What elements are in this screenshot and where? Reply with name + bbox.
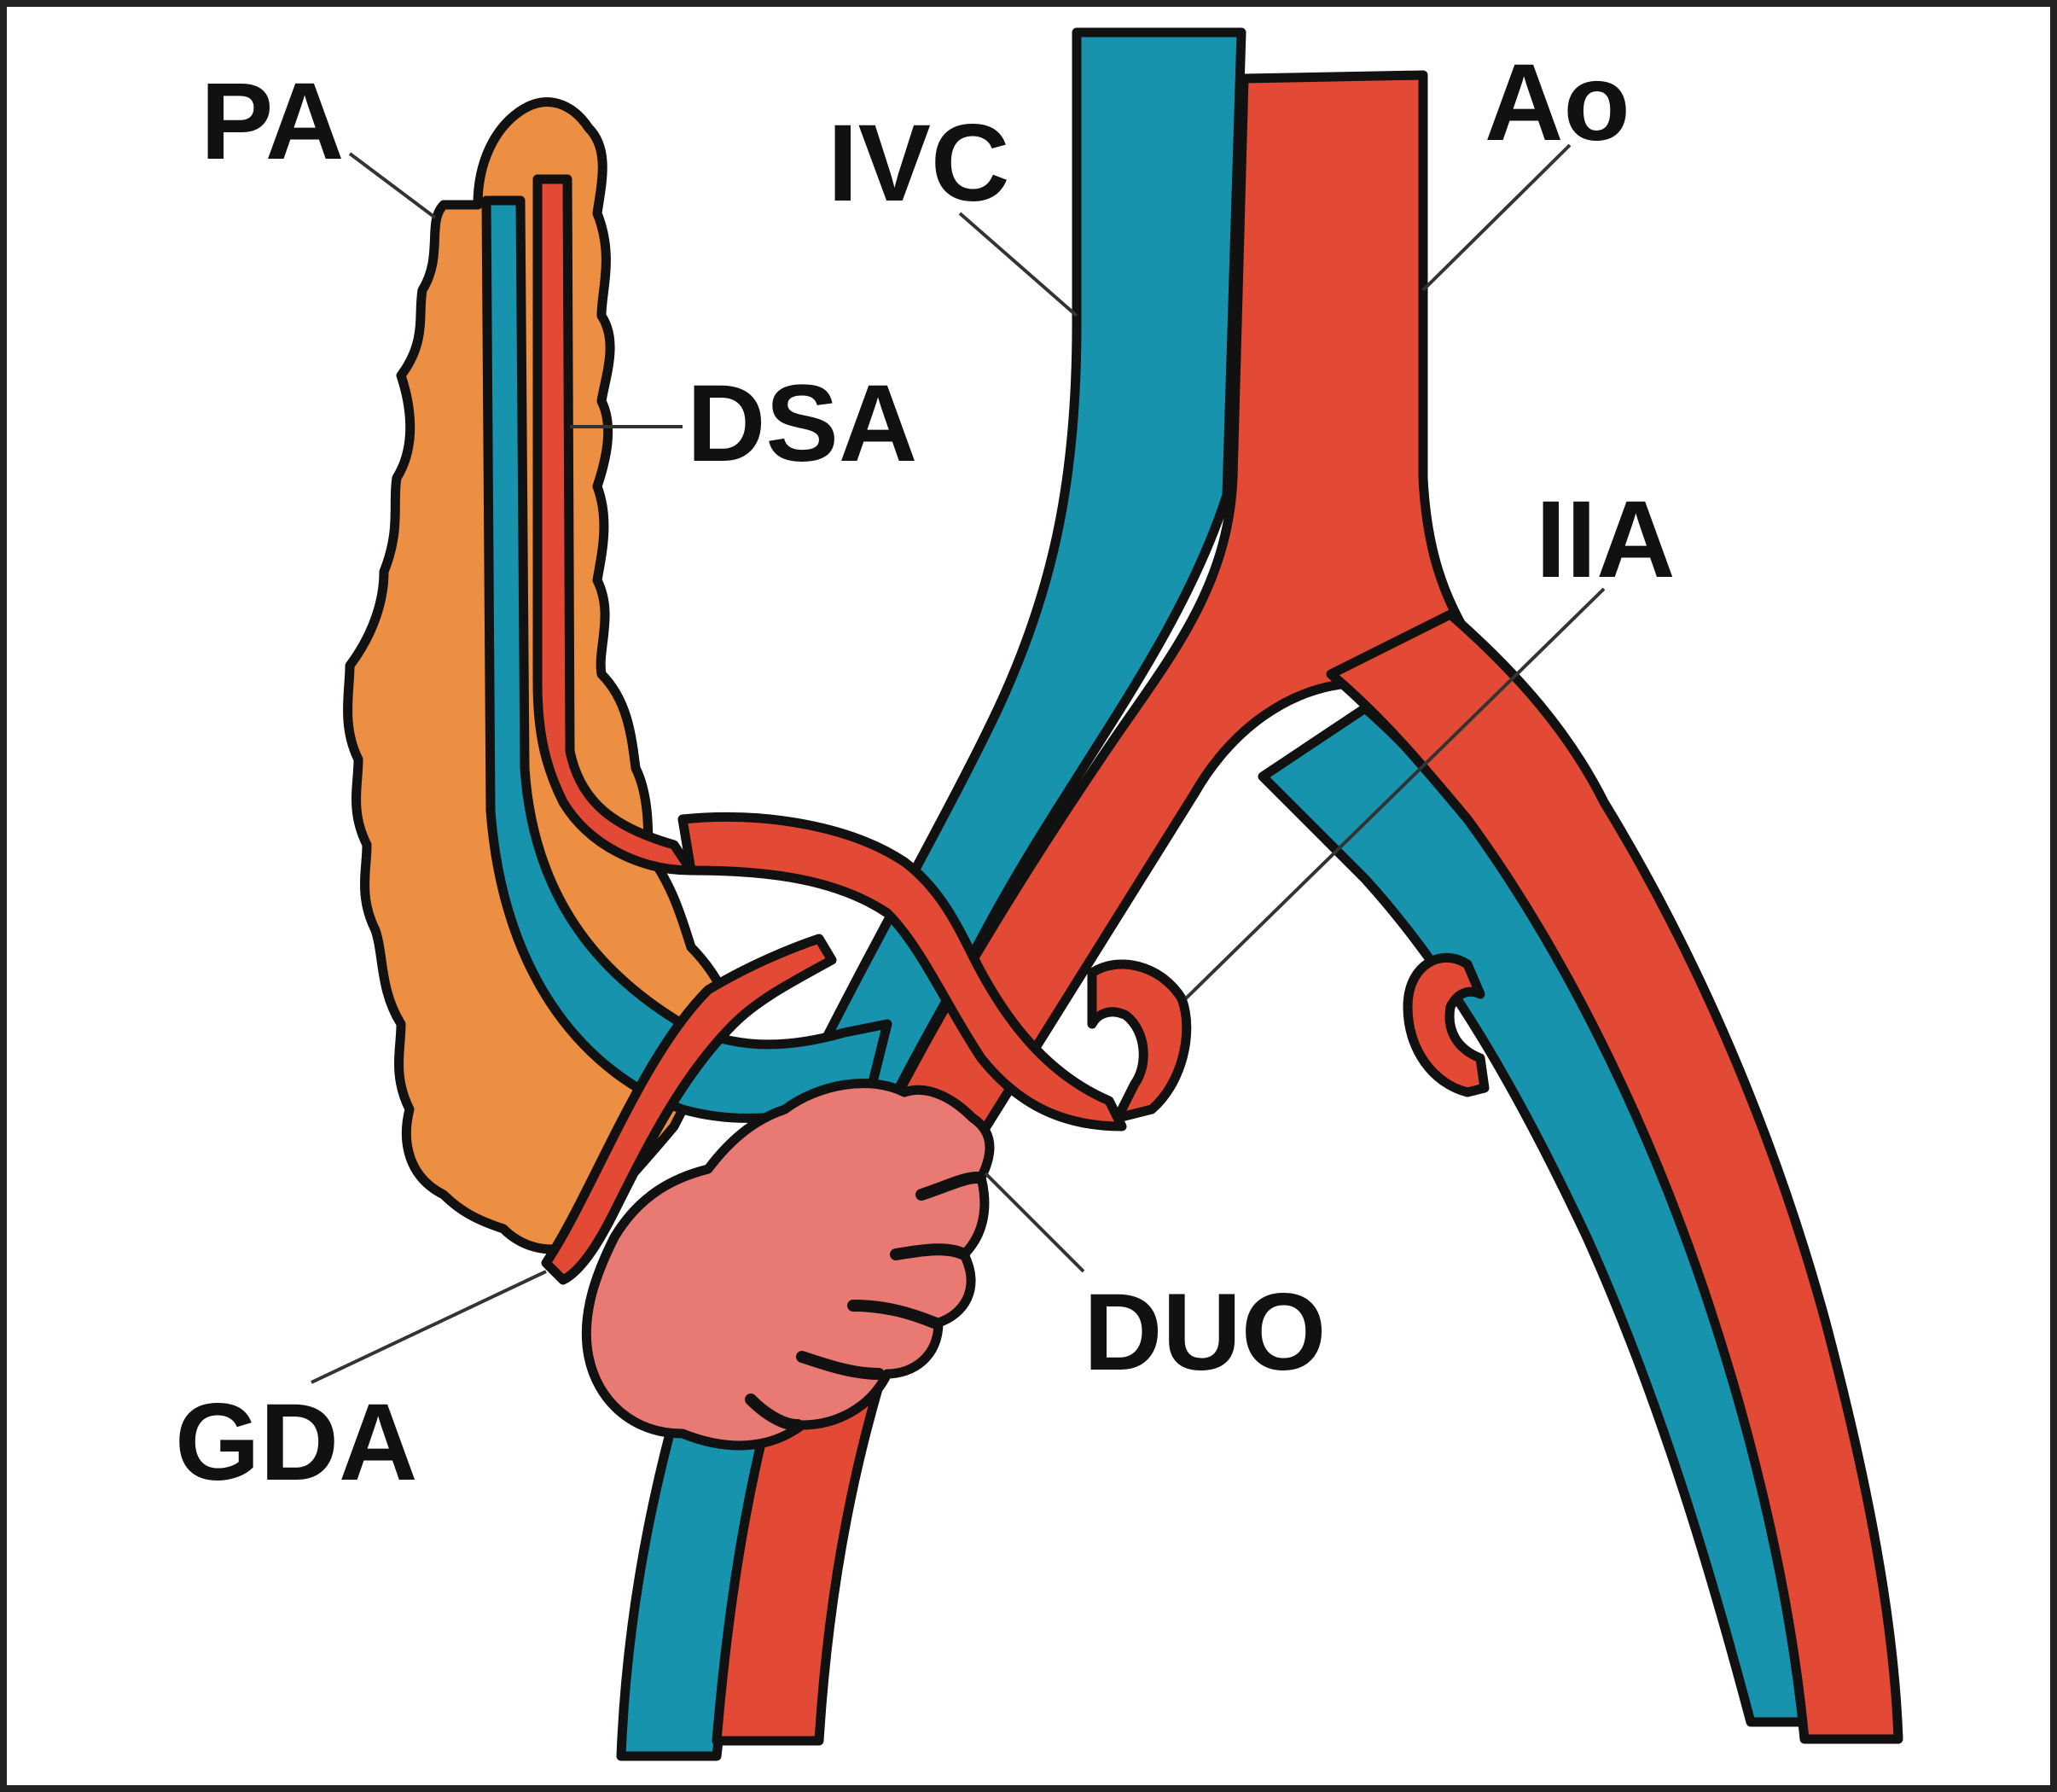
graft-arterial-conduit bbox=[677, 812, 1127, 1132]
duodenum-fold-5 bbox=[745, 1393, 804, 1431]
dsa-vessel bbox=[532, 174, 696, 876]
label-pa: PA bbox=[200, 61, 344, 183]
label-dsa: DSA bbox=[687, 363, 917, 485]
duodenum-segment bbox=[581, 1079, 995, 1451]
duodenum-fold-2 bbox=[890, 1243, 970, 1260]
gda-vessel bbox=[541, 934, 837, 1285]
label-iia: IIA bbox=[1536, 479, 1676, 601]
iia-leader bbox=[1184, 587, 1606, 1000]
pa-leader bbox=[348, 152, 437, 219]
duodenum-fold-1 bbox=[915, 1172, 983, 1201]
label-ao: Ao bbox=[1485, 42, 1630, 164]
iia-hook-left bbox=[1403, 952, 1490, 1097]
left-iliac-artery bbox=[1326, 609, 1903, 1744]
label-duo: DUO bbox=[1084, 1271, 1326, 1393]
ivc-leader bbox=[958, 212, 1078, 317]
duodenum-fold-3 bbox=[847, 1300, 940, 1329]
iia-hook-right bbox=[1087, 959, 1192, 1123]
label-gda: GDA bbox=[175, 1382, 417, 1504]
label-ivc: IVC bbox=[828, 102, 1009, 224]
duodenum-fold-4 bbox=[796, 1351, 885, 1380]
duo-leader bbox=[984, 1172, 1085, 1273]
gda-leader bbox=[311, 1270, 547, 1384]
ao-leader bbox=[1421, 143, 1572, 292]
